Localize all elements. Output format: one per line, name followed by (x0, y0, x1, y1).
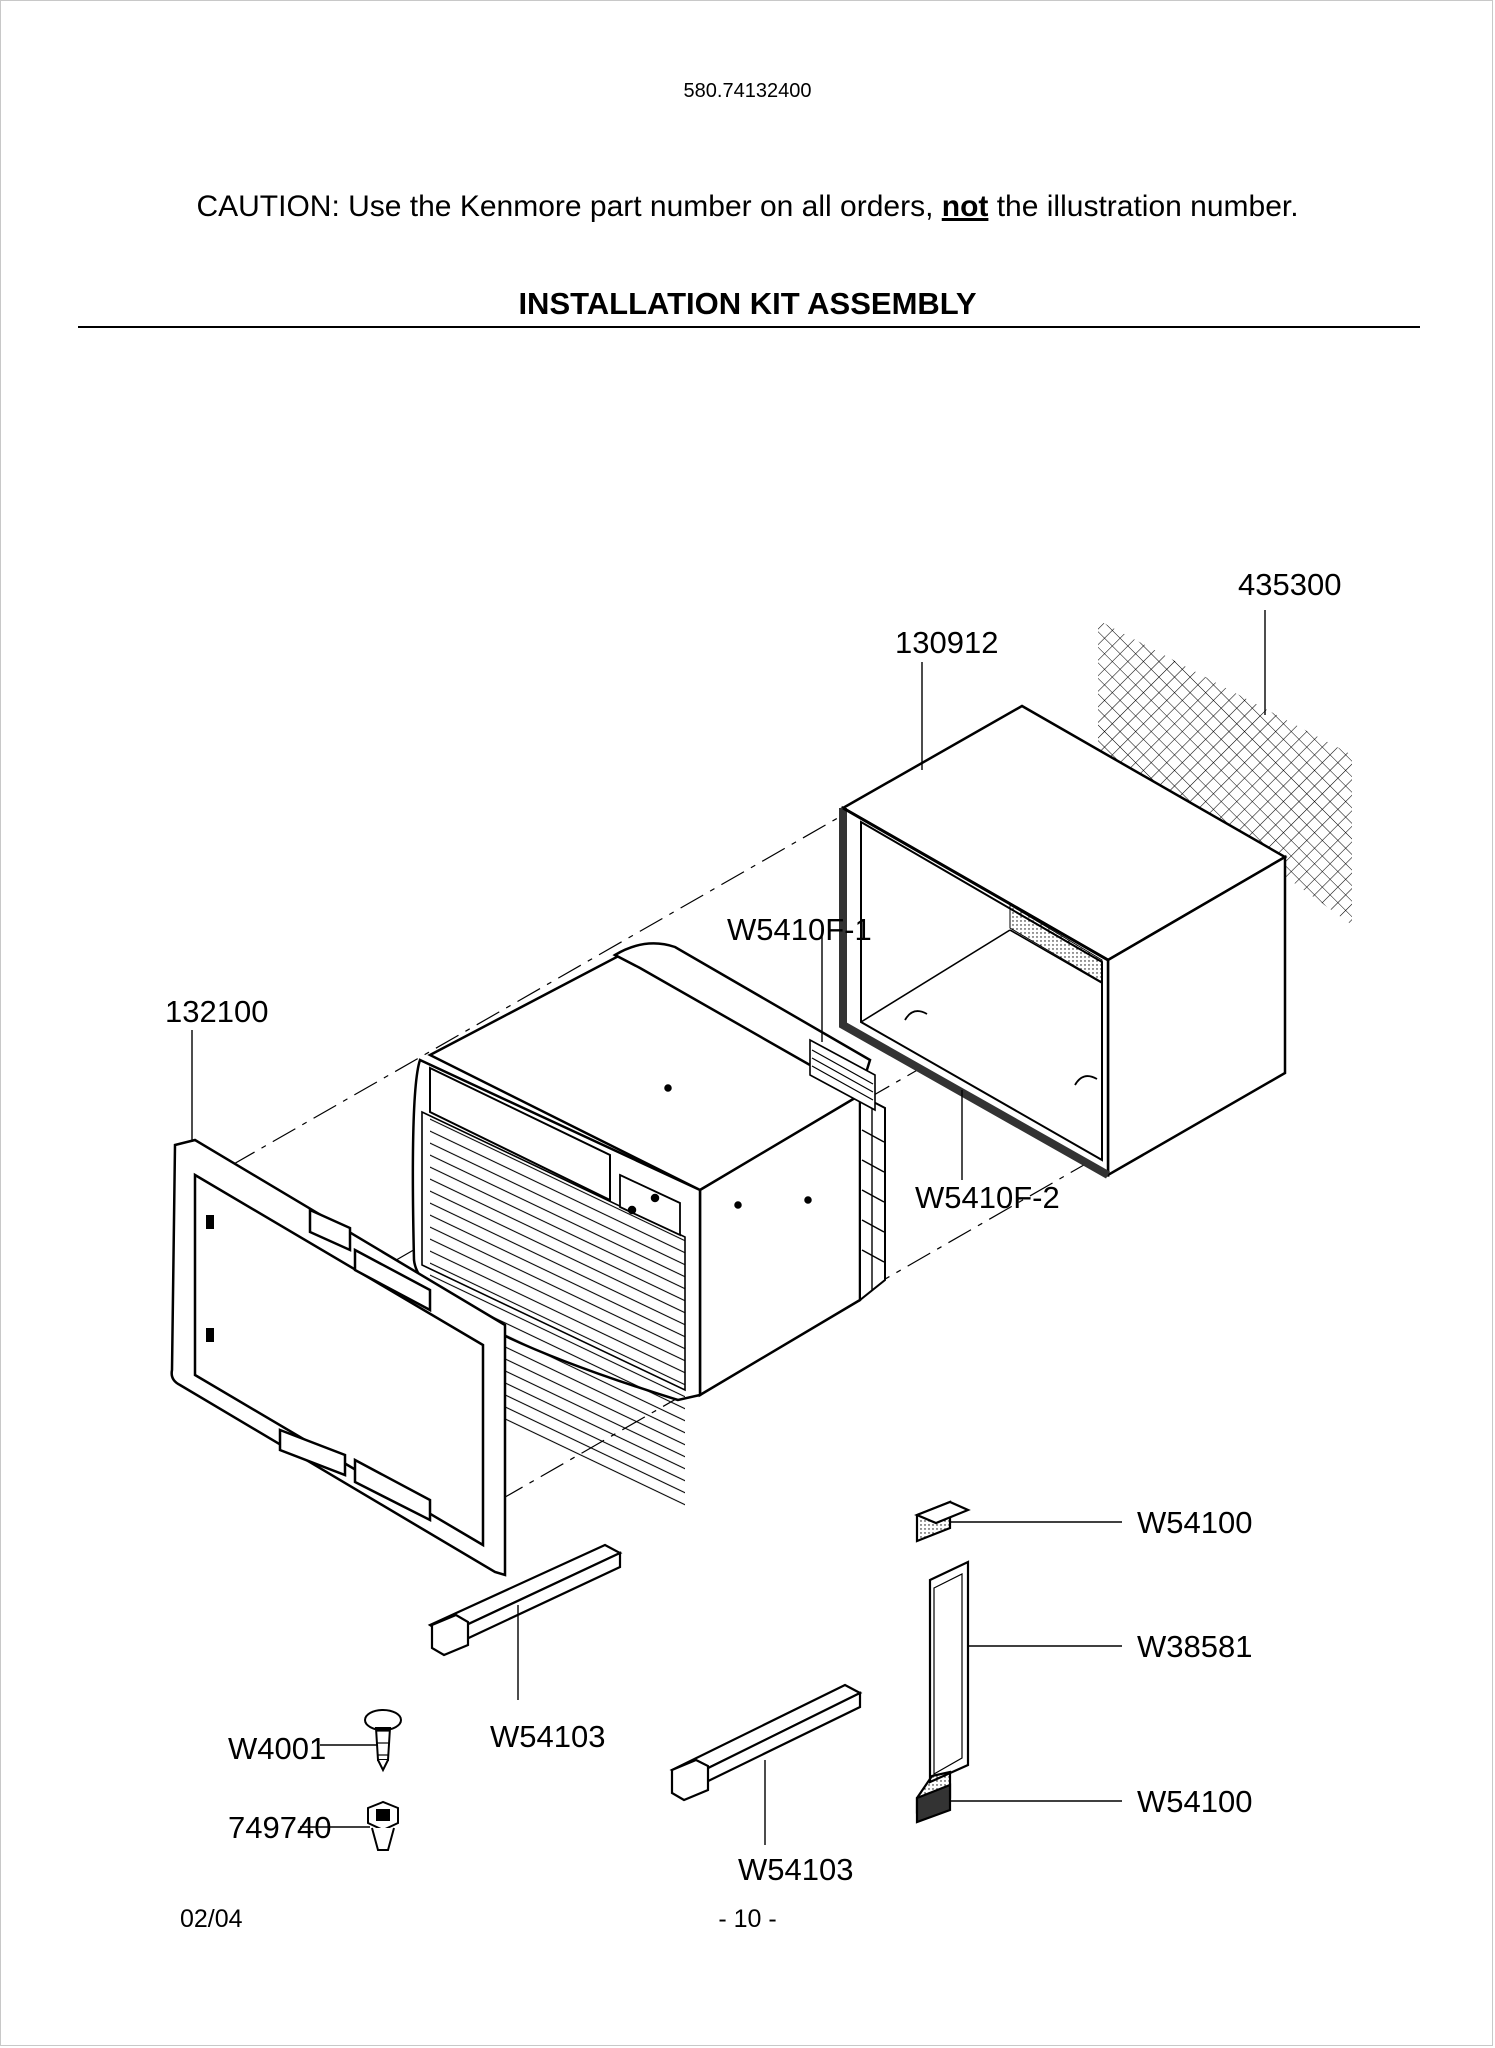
gasket-seal (839, 806, 1110, 1179)
caution-note: CAUTION: Use the Kenmore part number on … (0, 190, 1495, 224)
callout-w5410f-1: W5410F-1 (727, 912, 872, 947)
clip-749740 (367, 1800, 399, 1851)
side-panel (928, 1560, 970, 1784)
title-divider (78, 326, 1420, 328)
caution-emphasis: not (941, 190, 989, 223)
footer-date: 02/04 (180, 1905, 243, 1933)
callout-w54103-left: W54103 (490, 1719, 605, 1754)
callout-w54100-bottom: W54100 (1137, 1784, 1252, 1819)
foam-pad-top (914, 1500, 971, 1543)
model-number: 580.74132400 (683, 80, 812, 102)
front-trim-frame (170, 1138, 507, 1577)
page-title: INSTALLATION KIT ASSEMBLY (518, 286, 977, 321)
leader-lines (191, 610, 1266, 1845)
callout-749740: 749740 (228, 1810, 331, 1845)
page-number: - 10 - (718, 1905, 777, 1933)
screw-w4001 (364, 1709, 402, 1773)
caution-prefix: CAUTION: Use the Kenmore part number on … (196, 190, 942, 223)
caution-suffix: the illustration number. (988, 190, 1299, 223)
callout-w38581: W38581 (1137, 1629, 1252, 1664)
rail-right (669, 1683, 863, 1802)
callout-w5410f-2: W5410F-2 (915, 1180, 1060, 1215)
callout-w54100-top: W54100 (1137, 1505, 1252, 1540)
mesh-grille (1098, 620, 1352, 925)
callout-435300: 435300 (1238, 567, 1341, 602)
callout-labels: 435300 130912 W5410F-1 132100 W5410F-2 W… (165, 567, 1341, 1887)
callout-w54103-right: W54103 (738, 1852, 853, 1887)
callout-132100: 132100 (165, 994, 268, 1029)
callout-130912: 130912 (895, 625, 998, 660)
foam-pad-bottom (915, 1770, 952, 1824)
rail-left (427, 1543, 623, 1657)
callout-w4001: W4001 (228, 1731, 326, 1766)
cabinet-sleeve (840, 704, 1288, 1178)
